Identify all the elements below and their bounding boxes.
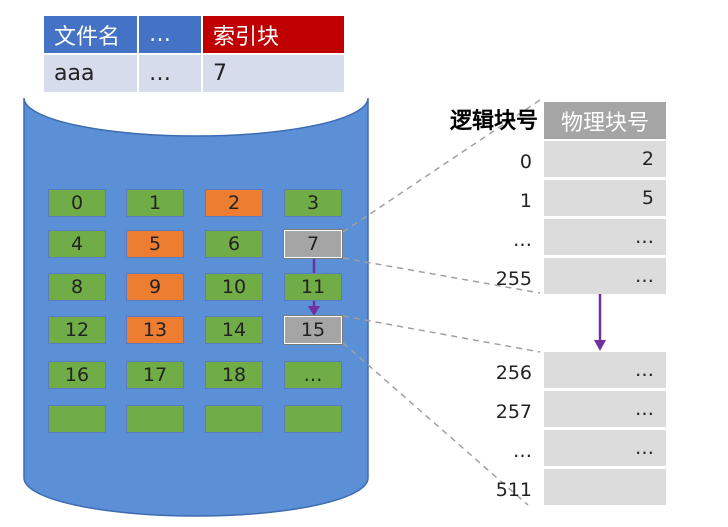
- logical-block-number: 257: [495, 401, 532, 423]
- disk-block: [126, 405, 184, 433]
- logical-block-number: 511: [495, 479, 532, 501]
- disk-block: 8: [48, 273, 106, 301]
- logical-block-header: 逻辑块号: [449, 109, 538, 134]
- disk-block: 14: [205, 316, 263, 344]
- logical-block-number: …: [513, 229, 532, 251]
- connector-line: [342, 315, 541, 353]
- physical-block-cell: …: [544, 352, 666, 388]
- disk-block: 10: [205, 273, 263, 301]
- logical-block-number: 255: [495, 268, 532, 290]
- physical-block-cell: …: [544, 391, 666, 427]
- dir-cell-filename: aaa: [44, 55, 137, 92]
- disk-block: 1: [126, 189, 184, 217]
- logical-block-number: 0: [519, 151, 532, 173]
- disk-block: 3: [284, 189, 342, 217]
- physical-block-cell: …: [544, 430, 666, 466]
- disk-block: 15: [283, 315, 343, 345]
- connector-line: [342, 257, 541, 294]
- dir-cell-index-block: 7: [203, 55, 344, 92]
- directory-table: 文件名 … 索引块 aaa … 7: [44, 16, 344, 94]
- arrow-head: [308, 306, 320, 316]
- disk-block: 4: [48, 230, 106, 258]
- disk-block: 13: [126, 316, 184, 344]
- disk-block: 2: [205, 189, 263, 217]
- disk-block: 5: [126, 230, 184, 258]
- disk-block: [284, 405, 342, 433]
- logical-block-number: …: [513, 440, 532, 462]
- disk-block: 9: [126, 273, 184, 301]
- dir-header-ellipsis: …: [139, 16, 201, 53]
- dir-cell-ellipsis: …: [139, 55, 201, 92]
- disk-block: 12: [48, 316, 106, 344]
- logical-block-number: 1: [519, 190, 532, 212]
- disk-block: 7: [283, 229, 343, 259]
- disk-block: 18: [205, 361, 263, 389]
- disk-block: [48, 405, 106, 433]
- connector-line: [342, 342, 529, 506]
- arrow-head: [594, 340, 606, 351]
- physical-block-cell: 2: [544, 141, 666, 177]
- disk-block: 0: [48, 189, 106, 217]
- disk-block: 17: [126, 361, 184, 389]
- physical-block-cell: …: [544, 219, 666, 255]
- physical-block-header: 物理块号: [544, 102, 666, 139]
- disk-block: [205, 405, 263, 433]
- logical-block-number: 256: [495, 362, 532, 384]
- physical-block-cell: [544, 469, 666, 505]
- disk-block: 6: [205, 230, 263, 258]
- disk-block: 11: [284, 273, 342, 301]
- dir-header-filename: 文件名: [44, 16, 137, 53]
- disk-block: 16: [48, 361, 106, 389]
- physical-block-cell: …: [544, 258, 666, 294]
- dir-header-index-block: 索引块: [203, 16, 344, 53]
- disk-block: …: [284, 361, 342, 389]
- physical-block-cell: 5: [544, 180, 666, 216]
